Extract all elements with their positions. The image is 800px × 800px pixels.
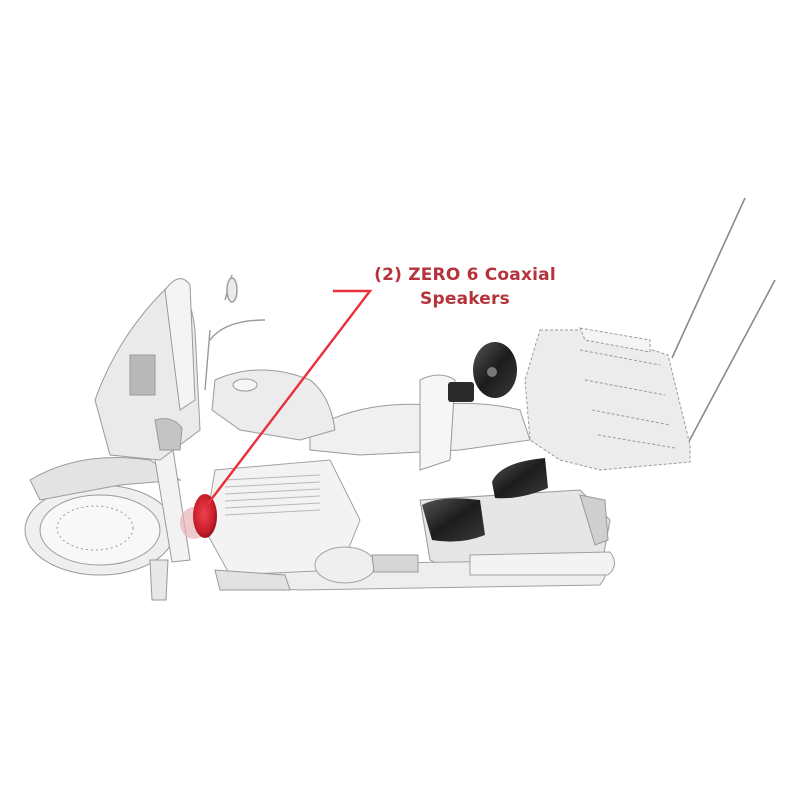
footboard: [214, 554, 419, 591]
callout-line-1: (2) ZERO 6 Coaxial: [374, 265, 556, 285]
front-speaker-pod: [180, 494, 217, 539]
handlebars: [204, 274, 266, 391]
callout-leader-line: [206, 289, 373, 506]
front-fork: [149, 429, 191, 601]
fairing: [94, 278, 201, 461]
engine: [204, 459, 376, 584]
saddlebag-speaker-upper: [492, 458, 548, 499]
tour-pack: [524, 327, 691, 471]
seat: [309, 374, 531, 471]
callout-label: (2) ZERO 6 Coaxial Speakers: [345, 263, 585, 311]
saddlebag-speaker-lower: [422, 498, 485, 542]
rear-tour-pack-speaker: [473, 342, 517, 398]
passenger-backrest-pad: [448, 382, 474, 402]
fuel-tank: [211, 369, 336, 441]
front-wheel: [24, 457, 182, 576]
callout-line-2: Speakers: [420, 289, 510, 309]
antennas: [671, 197, 776, 448]
